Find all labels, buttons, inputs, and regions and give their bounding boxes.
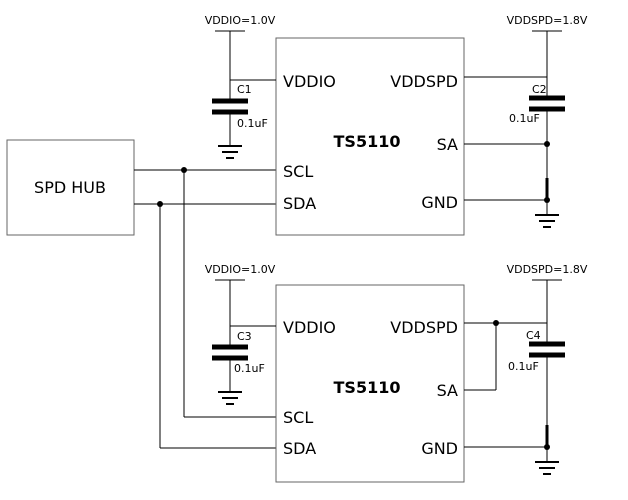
spd-hub-block: SPD HUB [6,139,135,236]
c4-value: 0.1uF [508,360,539,373]
spd-hub-label: SPD HUB [34,178,106,197]
gnd-bottom-junction [544,444,550,450]
chip-top-pin-gnd: GND [421,193,458,212]
chip-bottom-body [275,284,465,483]
c2-value: 0.1uF [509,112,540,125]
scl-junction-dot [181,167,187,173]
chip-bottom-vddspd-supply-label: VDDSPD=1.8V [507,263,588,276]
chip-top-pin-vddspd: VDDSPD [390,72,458,91]
chip-bottom-pin-sda: SDA [283,439,316,458]
chip-bottom: VDDIO SCL SDA VDDSPD SA GND TS5110 [275,284,465,483]
gnd-top-junction [544,197,550,203]
chip-bottom-pin-vddio: VDDIO [283,318,336,337]
c1-value: 0.1uF [237,117,268,130]
c3-ref: C3 [237,330,252,343]
chip-bottom-vddio-supply-label: VDDIO=1.0V [205,263,276,276]
sa-top-junction [544,141,550,147]
chip-top-pin-sa: SA [437,135,458,154]
c1-ref: C1 [237,83,252,96]
chip-bottom-pin-gnd: GND [421,439,458,458]
chip-bottom-pin-sa: SA [437,381,458,400]
chip-top-vddspd-supply: VDDSPD=1.8V C2 0.1uF [464,14,588,228]
chip-bottom-name: TS5110 [334,378,401,397]
i2c-bus [134,167,276,449]
chip-top-vddio-supply-label: VDDIO=1.0V [205,14,276,27]
chip-top-name: TS5110 [334,132,401,151]
chip-bottom-vddio-supply: VDDIO=1.0V C3 0.1uF [205,263,276,405]
chip-bottom-pin-scl: SCL [283,408,313,427]
chip-bottom-pin-vddspd: VDDSPD [390,318,458,337]
chip-top-pin-vddio: VDDIO [283,72,336,91]
sda-junction-dot [157,201,163,207]
spd-hub-box [6,139,135,236]
chip-top-pin-scl: SCL [283,162,313,181]
chip-top: VDDIO SCL SDA VDDSPD SA GND TS5110 [275,37,465,236]
c2-ref: C2 [532,83,547,96]
chip-top-pin-sda: SDA [283,194,316,213]
chip-top-vddio-supply: VDDIO=1.0V C1 0.1uF [205,14,276,159]
c3-value: 0.1uF [234,362,265,375]
c4-ref: C4 [526,329,541,342]
chip-top-body [275,37,465,236]
chip-bottom-vddspd-supply: VDDSPD=1.8V C4 0.1uF [464,263,588,475]
chip-top-vddspd-supply-label: VDDSPD=1.8V [507,14,588,27]
